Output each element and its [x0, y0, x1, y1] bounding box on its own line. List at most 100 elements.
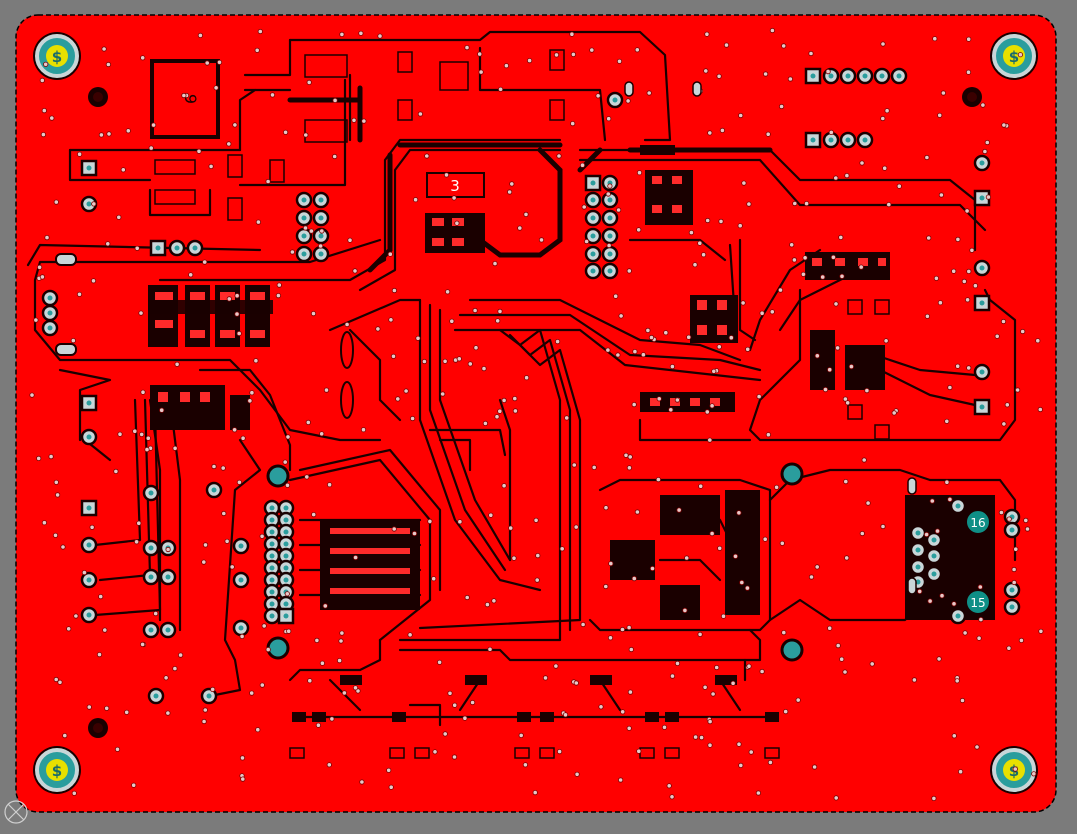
pin-16-label: 16	[970, 516, 985, 530]
via	[201, 559, 207, 565]
via	[839, 273, 845, 279]
via	[579, 162, 586, 168]
via	[1004, 402, 1010, 408]
via	[944, 418, 950, 424]
via	[778, 103, 785, 110]
via	[487, 646, 493, 652]
via	[861, 457, 867, 463]
via	[407, 632, 413, 638]
via	[926, 235, 932, 241]
via	[835, 642, 841, 649]
via	[669, 673, 676, 679]
via	[351, 117, 357, 123]
via	[174, 361, 180, 367]
via	[553, 663, 559, 669]
pad-drill	[206, 693, 212, 699]
via	[497, 86, 504, 92]
via	[226, 296, 232, 302]
via	[842, 669, 848, 675]
through-hole-pads[interactable]	[41, 67, 1021, 705]
via	[464, 44, 470, 51]
via	[442, 358, 448, 364]
dollar-icon: $	[52, 762, 62, 780]
via	[839, 656, 845, 662]
connector-pin-16[interactable]: 16	[965, 509, 991, 535]
via	[120, 167, 126, 173]
via	[553, 52, 560, 58]
via	[49, 115, 55, 121]
pad-drill	[148, 574, 154, 580]
connector-pin-15[interactable]: 15	[965, 589, 991, 615]
pad-drill	[931, 537, 937, 543]
via	[532, 789, 538, 796]
via	[951, 733, 957, 739]
pad-drill	[86, 165, 92, 171]
pad-drill	[612, 97, 618, 103]
via	[617, 777, 624, 783]
component-9[interactable]: 9	[150, 59, 220, 139]
via	[714, 664, 720, 671]
via	[732, 553, 739, 559]
via	[319, 228, 325, 234]
via	[159, 407, 165, 413]
via	[226, 141, 232, 147]
pad-drill	[301, 233, 307, 239]
trace-network	[26, 30, 1017, 727]
via	[323, 387, 330, 393]
via	[603, 583, 609, 590]
via	[497, 308, 503, 314]
via	[820, 274, 826, 280]
via	[684, 555, 690, 561]
via	[1006, 516, 1012, 522]
via	[686, 334, 692, 340]
via	[451, 754, 458, 760]
via	[220, 465, 226, 471]
via	[1006, 645, 1012, 651]
via	[674, 397, 681, 403]
component-3[interactable]: 3	[426, 172, 485, 198]
via	[284, 591, 290, 597]
via	[102, 627, 108, 633]
pad-drill	[979, 404, 985, 410]
pad-drill	[915, 564, 921, 570]
via	[745, 346, 751, 352]
via	[789, 242, 795, 248]
pad-drill	[931, 571, 937, 577]
via	[666, 783, 672, 789]
via	[830, 254, 837, 260]
via	[636, 227, 642, 233]
pad-drill	[283, 541, 289, 547]
pad-drill	[283, 565, 289, 571]
via	[202, 707, 208, 713]
via	[574, 771, 580, 777]
pad-drill	[148, 490, 154, 496]
via	[631, 575, 637, 582]
via	[937, 112, 943, 118]
via	[1017, 52, 1024, 58]
via	[305, 419, 311, 425]
via	[60, 544, 66, 550]
via	[151, 122, 157, 128]
via	[880, 41, 886, 47]
via	[697, 631, 703, 638]
via	[744, 585, 751, 591]
oval-pads[interactable]	[55, 81, 917, 595]
via	[924, 154, 930, 161]
via	[737, 223, 743, 229]
via	[512, 408, 519, 414]
pad-drill	[47, 325, 53, 331]
via	[286, 628, 292, 634]
via	[955, 363, 961, 369]
pad-drill	[862, 73, 868, 79]
via	[934, 528, 941, 534]
pad-drill	[283, 613, 289, 619]
via	[595, 93, 601, 99]
via	[961, 278, 967, 284]
via	[556, 748, 563, 755]
via	[957, 769, 964, 775]
via	[232, 427, 238, 433]
pad-drill	[86, 612, 92, 618]
via	[347, 237, 353, 243]
